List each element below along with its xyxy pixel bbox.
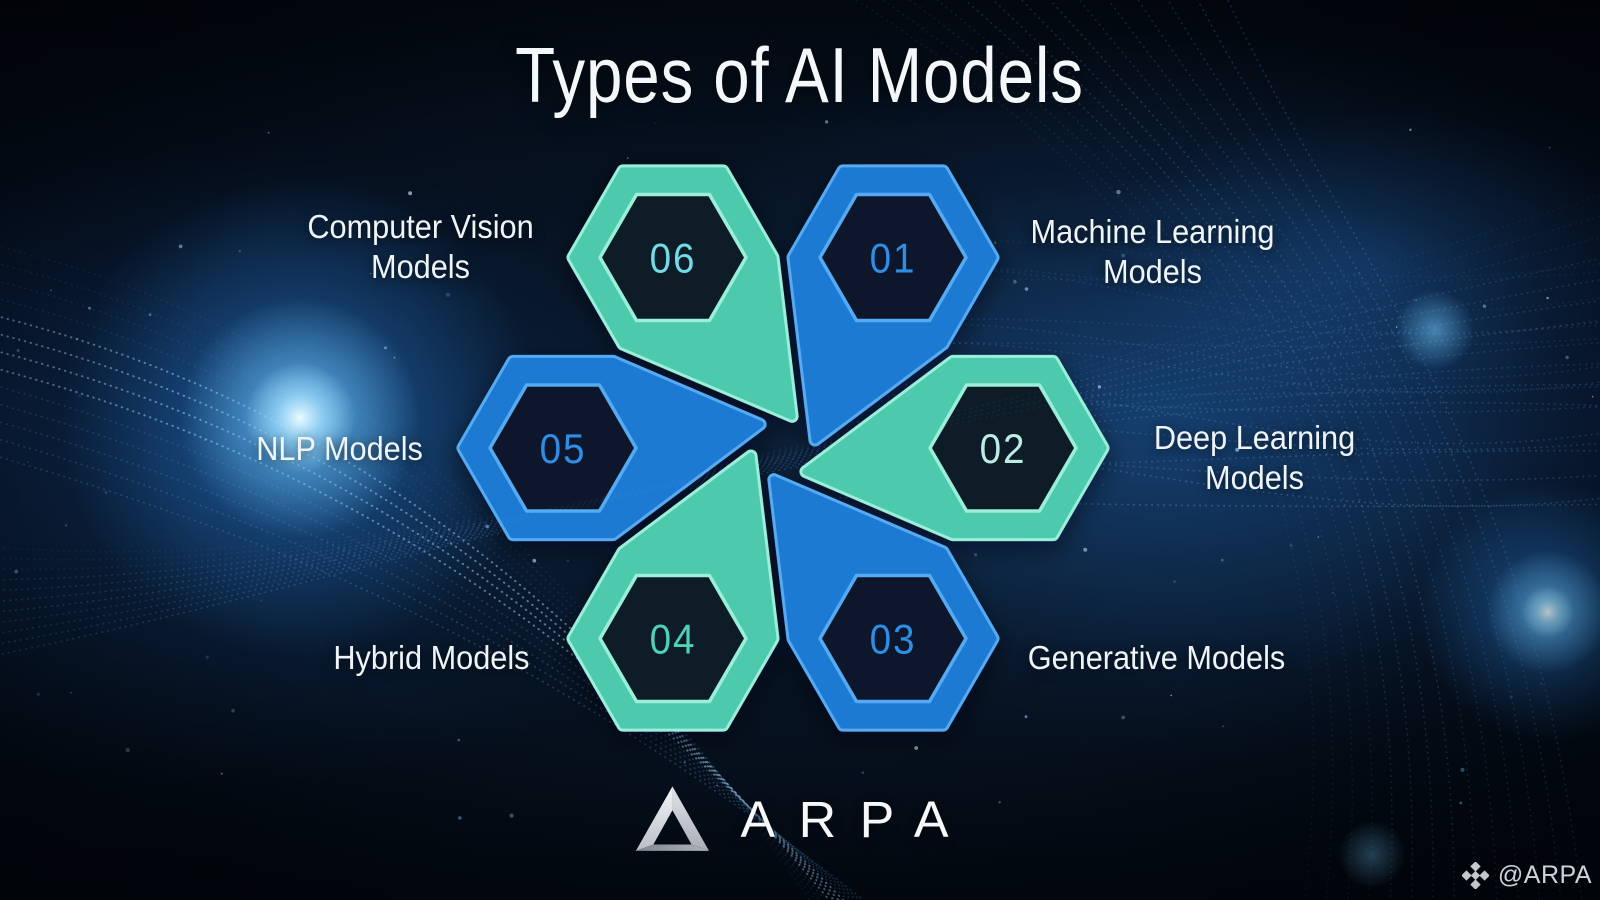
penrose-triangle-icon: [635, 786, 710, 851]
petal-number-01: 01: [870, 234, 917, 282]
petal-number-04: 04: [650, 615, 697, 663]
petal-label-machine-learning: Machine Learning Models: [1030, 213, 1274, 290]
watermark-text: @ARPA: [1497, 861, 1592, 889]
petal-label-generative: Generative Models: [1027, 639, 1285, 676]
petal-number-06: 06: [650, 234, 697, 282]
petal-number-05: 05: [540, 424, 587, 472]
petal-label-computer-vision: Computer Vision Models: [306, 208, 534, 285]
page-title: Types of AI Models: [515, 31, 1085, 119]
watermark: @ARPA: [1461, 861, 1592, 890]
petal-number-02: 02: [980, 424, 1027, 472]
petal-label-deep-learning: Deep Learning Models: [1153, 419, 1355, 496]
petal-number-03: 03: [870, 615, 917, 663]
brand-name: ARPA: [740, 790, 973, 848]
petal-label-nlp: NLP Models: [256, 430, 424, 467]
diamond-cluster-icon: [1461, 862, 1489, 889]
petal-label-hybrid: Hybrid Models: [332, 639, 530, 676]
brand-footer: ARPA: [632, 784, 967, 854]
